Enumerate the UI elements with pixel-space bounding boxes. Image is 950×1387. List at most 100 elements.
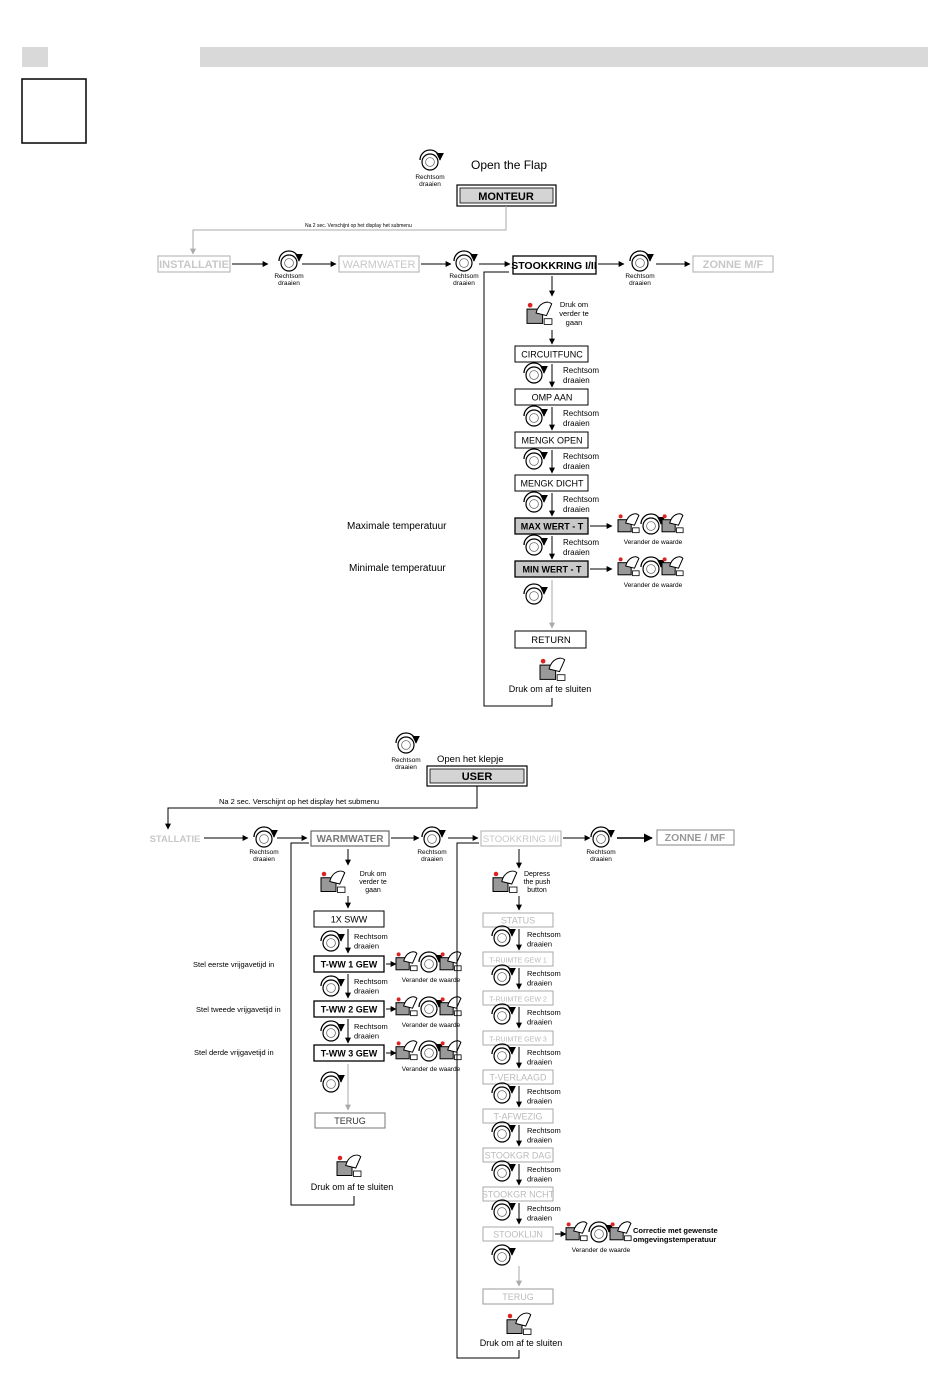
finger bbox=[403, 996, 418, 1009]
finger bbox=[617, 1221, 632, 1234]
knob-center bbox=[529, 370, 539, 380]
button-tab bbox=[632, 570, 640, 577]
push-button-icon bbox=[492, 870, 518, 893]
menu-item-box bbox=[313, 955, 385, 973]
press-caption: gaan bbox=[566, 318, 583, 327]
row-caption: Rechtsom bbox=[249, 849, 278, 856]
step-caption: Rechtsom bbox=[354, 932, 388, 941]
menu-item-label: T-RUIMTE GEW 3 bbox=[489, 1037, 547, 1044]
rotate-knob-icon bbox=[419, 149, 444, 171]
knob-ring bbox=[420, 955, 438, 973]
knob-center bbox=[284, 258, 294, 268]
step-caption: draaien bbox=[527, 979, 552, 988]
menu-item-box bbox=[514, 345, 589, 363]
side-label: Stel derde vrijgavetijd in bbox=[194, 1048, 274, 1057]
finger bbox=[625, 513, 640, 526]
button-tab bbox=[632, 527, 640, 534]
button-led bbox=[440, 997, 445, 1002]
row-caption: Rechtsom bbox=[417, 849, 446, 856]
row-box bbox=[512, 255, 597, 275]
change-value-caption: Verander de waarde bbox=[402, 977, 461, 984]
correction-note: omgevingstemperatuur bbox=[633, 1235, 716, 1244]
knob-center bbox=[529, 456, 539, 466]
header-bar bbox=[200, 47, 928, 67]
knob-center bbox=[497, 1207, 507, 1217]
knob-ring bbox=[455, 254, 473, 272]
page-number-box bbox=[21, 78, 87, 144]
connector bbox=[165, 786, 478, 830]
row-caption: Rechtsom bbox=[274, 273, 303, 280]
step-caption: Rechtsom bbox=[527, 1087, 561, 1096]
step-caption: draaien bbox=[354, 942, 379, 951]
step-caption: Rechtsom bbox=[527, 1048, 561, 1057]
menu-item-label: T-WW 2 GEW bbox=[321, 1005, 378, 1015]
header-tab bbox=[22, 47, 48, 67]
knob-ring bbox=[493, 929, 511, 947]
knob-arrow bbox=[320, 930, 345, 942]
knob-center bbox=[326, 1028, 336, 1038]
step-caption: draaien bbox=[527, 1097, 552, 1106]
knob-arrow bbox=[491, 1121, 516, 1133]
knob-center bbox=[427, 834, 437, 844]
side-label: Stel tweede vrijgavetijd in bbox=[196, 1005, 281, 1014]
menu-item-box bbox=[482, 951, 554, 967]
knob-arrow bbox=[523, 534, 548, 546]
menu-item-label: 1X SWW bbox=[331, 915, 368, 925]
row-label: WARMWATER bbox=[316, 834, 384, 845]
correction-note: Correctie met gewenste bbox=[633, 1226, 718, 1235]
finger bbox=[447, 996, 462, 1009]
open-flap-text: Open the Flap bbox=[471, 158, 547, 172]
knob-center bbox=[646, 564, 656, 574]
step-caption: draaien bbox=[527, 1136, 552, 1145]
step-caption: draaien bbox=[354, 987, 379, 996]
button-led bbox=[493, 871, 499, 877]
knob-center bbox=[497, 1011, 507, 1021]
change-value-caption: Verander de waarde bbox=[402, 1066, 461, 1073]
row-box bbox=[692, 255, 774, 273]
knob-ring bbox=[255, 830, 273, 848]
knob-arrow bbox=[278, 250, 303, 262]
menu-item-label: MAX WERT - T bbox=[521, 522, 584, 532]
return-label: RETURN bbox=[531, 635, 571, 646]
button-tab bbox=[337, 886, 346, 893]
menu-item-label: T-WW 3 GEW bbox=[321, 1049, 378, 1059]
row-caption: draaien bbox=[629, 280, 651, 287]
knob-ring bbox=[421, 153, 439, 171]
button-tab bbox=[556, 674, 566, 681]
knob-center bbox=[497, 1252, 507, 1262]
knob-center bbox=[497, 933, 507, 943]
button-led bbox=[321, 871, 327, 877]
rotate-knob-icon bbox=[491, 1244, 516, 1266]
row-box bbox=[338, 255, 420, 273]
knob-center bbox=[326, 983, 336, 993]
finger bbox=[501, 870, 518, 885]
step-caption: Rechtsom bbox=[563, 409, 599, 418]
step-caption: draaien bbox=[563, 505, 590, 514]
row-label: INSTALLATIE bbox=[159, 259, 229, 271]
button-tab bbox=[676, 527, 684, 534]
button-led bbox=[440, 952, 445, 957]
button-tab bbox=[353, 1170, 362, 1177]
button-tab bbox=[410, 965, 418, 972]
button-led bbox=[618, 514, 623, 519]
monteur-box-inner bbox=[459, 187, 554, 204]
return-box bbox=[514, 630, 587, 649]
button-tab bbox=[454, 1054, 462, 1061]
knob-center bbox=[596, 834, 606, 844]
step-caption: draaien bbox=[527, 1058, 552, 1067]
hold-note: Na 2 sec. Verschijnt op het display het … bbox=[305, 223, 412, 229]
knob-ring bbox=[525, 409, 543, 427]
step-caption: Rechtsom bbox=[527, 930, 561, 939]
step-caption: draaien bbox=[527, 1175, 552, 1184]
knob-arrow bbox=[491, 1082, 516, 1094]
side-label: Minimale temperatuur bbox=[349, 563, 446, 574]
push-button-icon bbox=[320, 870, 346, 893]
return-loop bbox=[290, 842, 355, 1206]
rotate-knob-icon bbox=[253, 826, 278, 848]
finger bbox=[329, 870, 346, 885]
row-label: STALLATIE bbox=[150, 834, 201, 845]
knob-arrow bbox=[418, 996, 443, 1008]
button-led bbox=[662, 557, 667, 562]
row-caption: draaien bbox=[278, 280, 300, 287]
